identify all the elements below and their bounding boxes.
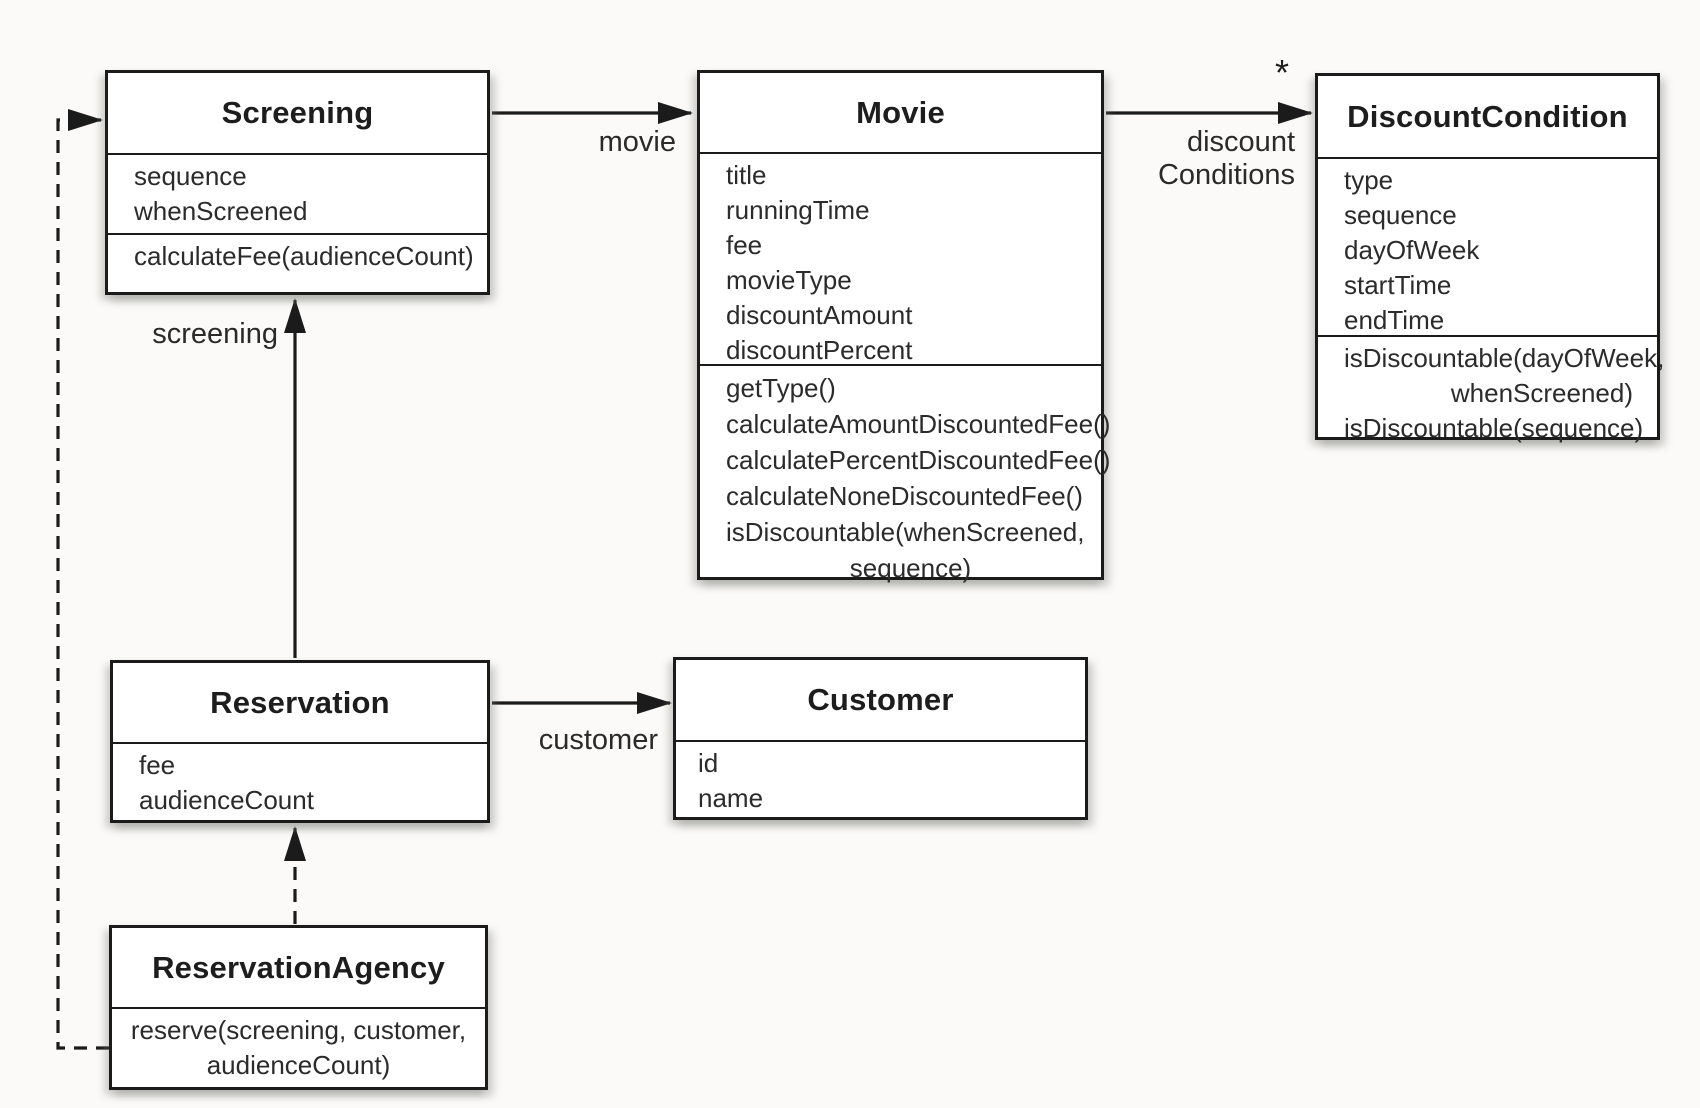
method-item: reserve(screening, customer,	[130, 1015, 467, 1045]
attribute-item: runningTime	[726, 195, 870, 225]
method-item: isDiscountable(sequence)	[1344, 413, 1644, 443]
attributes-compartment: title runningTime fee movieType discount…	[700, 152, 1101, 365]
multiplicity-star: *	[1274, 52, 1289, 93]
methods-compartment: isDiscountable(dayOfWeek, whenScreened) …	[1318, 335, 1665, 446]
attribute-item: movieType	[726, 265, 852, 295]
class-title: DiscountCondition	[1347, 98, 1628, 134]
attributes-compartment: id name	[676, 740, 1085, 817]
method-item: isDiscountable(dayOfWeek,	[1344, 343, 1665, 373]
method-item: calculateAmountDiscountedFee()	[726, 409, 1111, 439]
dashed-arrow-reservationagency-to-screening	[56, 109, 109, 1050]
attributes-compartment: sequence whenScreened	[108, 153, 487, 233]
class-box-screening: Screening sequence whenScreened calculat…	[105, 70, 490, 295]
class-box-reservation: Reservation fee audienceCount	[110, 660, 490, 823]
attribute-item: title	[726, 160, 767, 190]
attribute-item: sequence	[134, 161, 247, 191]
method-item: isDiscountable(whenScreened,	[726, 517, 1085, 547]
method-item-continuation: sequence)	[849, 553, 972, 583]
class-title: Reservation	[210, 684, 390, 720]
methods-compartment: reserve(screening, customer, audienceCou…	[112, 1007, 485, 1087]
attribute-item: audienceCount	[139, 785, 314, 815]
methods-compartment: calculateFee(audienceCount)	[108, 233, 487, 292]
attribute-item: dayOfWeek	[1344, 235, 1480, 265]
association-label-line: Conditions	[1157, 159, 1295, 191]
association-label-customer: customer	[538, 724, 658, 756]
attribute-item: type	[1344, 165, 1394, 195]
attribute-item: discountPercent	[726, 335, 913, 365]
association-label-discount-conditions: discount Conditions	[1135, 126, 1295, 192]
methods-compartment: getType() calculateAmountDiscountedFee()…	[700, 364, 1111, 586]
method-item: getType()	[726, 373, 836, 403]
method-item: calculateFee(audienceCount)	[134, 241, 474, 271]
method-item-continuation: audienceCount)	[206, 1050, 391, 1080]
class-box-reservationagency: ReservationAgency reserve(screening, cus…	[109, 925, 488, 1090]
attribute-item: name	[698, 783, 764, 813]
attribute-item: endTime	[1344, 305, 1445, 335]
class-box-discountcondition: DiscountCondition type sequence dayOfWee…	[1315, 73, 1664, 443]
method-item: calculatePercentDiscountedFee()	[726, 445, 1111, 475]
attributes-compartment: type sequence dayOfWeek startTime endTim…	[1318, 157, 1657, 335]
class-title: ReservationAgency	[152, 949, 445, 985]
method-item-continuation: whenScreened)	[1450, 378, 1633, 408]
association-label-line: discount	[1186, 126, 1295, 158]
attributes-compartment: fee audienceCount	[113, 742, 487, 820]
association-label-movie: movie	[598, 126, 676, 158]
attribute-item: id	[698, 748, 719, 778]
method-item: calculateNoneDiscountedFee()	[726, 481, 1083, 511]
class-title: Movie	[856, 94, 945, 130]
association-label-screening: screening	[152, 318, 278, 350]
attribute-item: fee	[139, 750, 176, 780]
class-box-movie: Movie title runningTime fee movieType di…	[697, 70, 1110, 583]
attribute-item: fee	[726, 230, 763, 260]
class-title: Screening	[221, 95, 374, 130]
attribute-item: whenScreened	[134, 196, 308, 226]
attribute-item: startTime	[1344, 270, 1452, 300]
attribute-item: discountAmount	[726, 300, 913, 330]
class-box-customer: Customer id name	[673, 657, 1088, 820]
class-title: Customer	[807, 682, 954, 717]
attribute-item: sequence	[1344, 200, 1457, 230]
